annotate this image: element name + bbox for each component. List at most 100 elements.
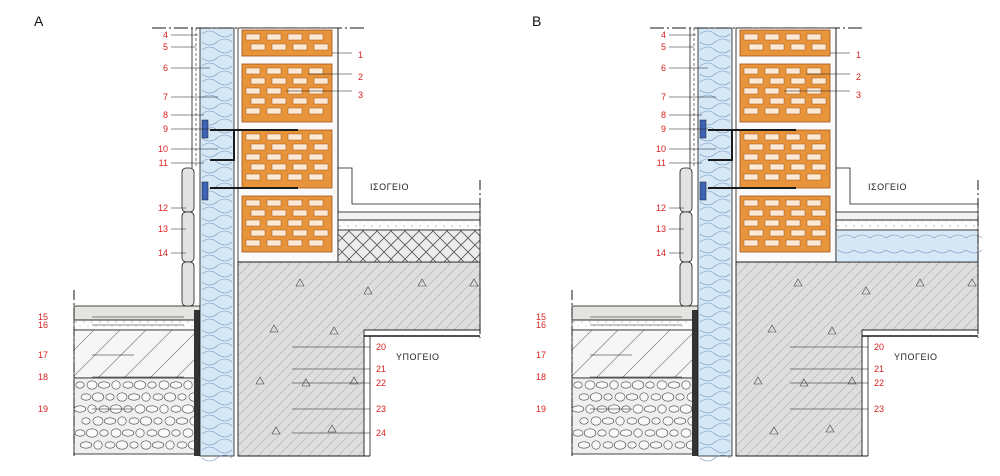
insulation-wave	[201, 238, 233, 254]
brick-cavity	[743, 199, 759, 207]
brick-cavity	[313, 97, 329, 105]
callout-13: 13	[656, 224, 666, 234]
gravel-stone	[615, 416, 625, 426]
gravel-stone	[573, 381, 583, 389]
brick-cavity	[764, 199, 780, 207]
brick-cavity	[785, 173, 801, 181]
paving-layer	[571, 305, 699, 321]
gravel-stone	[145, 405, 159, 413]
insulation-wave	[933, 234, 951, 254]
aggregate-mark	[793, 278, 803, 287]
callout-19: 19	[38, 404, 48, 414]
brick-cavity	[748, 97, 764, 105]
gravel-stone	[631, 380, 645, 390]
paving-layer	[73, 305, 201, 321]
insulation-wave	[201, 158, 233, 174]
brick-cavity	[250, 97, 266, 105]
brick-cavity	[250, 229, 266, 237]
gravel-stone	[591, 440, 601, 450]
brick-cavity	[313, 77, 329, 85]
aggregate-mark	[417, 278, 427, 287]
brick-cavity	[785, 199, 801, 207]
aggregate-mark	[861, 286, 871, 295]
brick-cavity	[806, 219, 822, 227]
gravel-stone	[643, 405, 657, 413]
insulation-wave	[699, 446, 731, 462]
brick-cavity	[287, 107, 303, 115]
callout-6: 6	[163, 63, 168, 73]
brick-cavity	[743, 67, 759, 75]
callout-8: 8	[661, 110, 666, 120]
gravel-stone	[91, 392, 105, 402]
gravel-stone	[609, 380, 619, 390]
insulation-wave	[699, 366, 731, 382]
insulation-wave	[201, 206, 233, 222]
brick-cavity	[790, 97, 806, 105]
gravel-stone	[595, 381, 609, 389]
brick-cavity	[769, 163, 785, 171]
gravel-stone	[158, 380, 170, 390]
gravel-stone	[626, 417, 638, 425]
brick-cavity	[313, 143, 329, 151]
callout-3: 3	[358, 90, 363, 100]
brick-cavity	[764, 173, 780, 181]
brick-cavity	[769, 229, 785, 237]
insulation-wave	[201, 78, 233, 94]
brick-cavity	[748, 229, 764, 237]
gravel-stone	[183, 380, 193, 390]
insulation-wave	[201, 302, 233, 318]
gravel-layer	[73, 377, 201, 455]
callout-15: 15	[38, 312, 48, 322]
aggregate-mark	[295, 278, 305, 287]
gravel-stone	[103, 417, 117, 425]
brick-cavity	[764, 133, 780, 141]
insulation-wave	[201, 446, 233, 462]
brick-cavity	[806, 173, 822, 181]
aggregate-mark	[967, 278, 977, 287]
upper-room-label: ΙΣΟΓΕΙΟ	[370, 182, 409, 192]
callout-22: 22	[874, 378, 884, 388]
aggregate-marks	[255, 278, 479, 435]
brick-cavity	[785, 67, 801, 75]
brick-cavity	[785, 133, 801, 141]
aggregate-mark	[255, 376, 265, 385]
brick-cavity	[287, 33, 303, 41]
gravel-stone	[97, 381, 111, 389]
callout-21: 21	[874, 364, 884, 374]
gravel-stone	[627, 441, 637, 449]
brick-cavity	[811, 97, 827, 105]
brick-cavity	[292, 163, 308, 171]
gravel-stone	[620, 381, 632, 389]
brick-cavity	[308, 153, 324, 161]
gravel-stone	[171, 429, 181, 437]
gravel-stone	[601, 417, 615, 425]
brick-cavity	[266, 107, 282, 115]
gravel-stone	[117, 416, 127, 426]
gravel-stone	[127, 393, 141, 401]
gravel-stone	[73, 405, 87, 413]
gravel-stone	[79, 441, 93, 449]
gravel-stone	[81, 417, 91, 425]
insulation-wave	[699, 238, 731, 254]
brick-cavity	[245, 33, 261, 41]
gravel-stone	[128, 417, 140, 425]
insulation-wave	[699, 222, 731, 238]
aggregate-mark	[799, 378, 809, 387]
gravel-stone	[176, 441, 188, 449]
brick-cavity	[287, 239, 303, 247]
insulation-wave	[699, 206, 731, 222]
brick-cavity	[266, 87, 282, 95]
brick-cavity	[806, 153, 822, 161]
gravel-stone	[667, 381, 681, 389]
insulation-wave	[699, 334, 731, 350]
brick-cavity	[250, 43, 266, 51]
insulation-wave	[699, 46, 731, 62]
gravel-stone	[637, 416, 651, 426]
insulation-wave	[699, 350, 731, 366]
brick-cavity	[266, 153, 282, 161]
plinth-stone	[181, 261, 195, 307]
plinth-stone	[181, 167, 195, 213]
callout-11: 11	[657, 158, 666, 168]
callout-12: 12	[656, 203, 666, 213]
